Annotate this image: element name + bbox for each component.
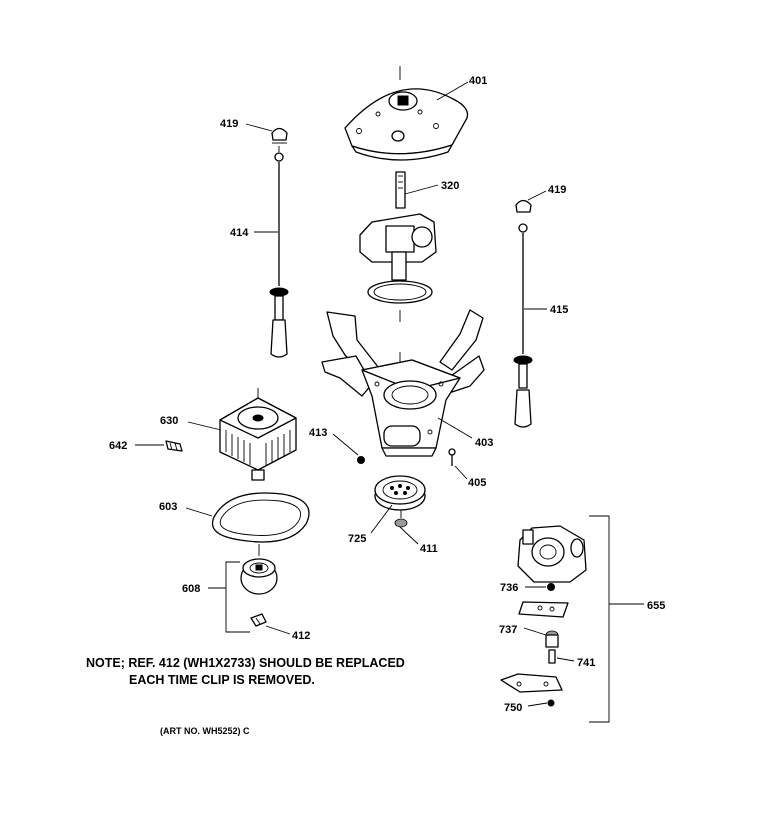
label-419-right: 419 [548,184,566,196]
part-403-platform [321,309,485,457]
label-608: 608 [182,583,200,595]
part-405-screw [448,448,456,466]
part-608-motor-pulley [240,544,278,595]
label-725: 725 [348,533,366,545]
part-737-coupling [545,630,559,648]
label-401: 401 [469,75,487,87]
part-603-belt [211,492,310,543]
note-line-2: EACH TIME CLIP IS REMOVED. [129,673,315,687]
label-736: 736 [500,582,518,594]
part-630-motor [219,388,297,481]
part-655-pump [517,525,587,583]
label-405: 405 [468,477,486,489]
part-pump-bracket [518,601,569,618]
part-415-suspension-rod [513,223,533,428]
part-414-suspension-rod [269,146,289,358]
label-642: 642 [109,440,127,452]
label-419-left: 419 [220,118,238,130]
part-750-screw [547,699,555,707]
part-725-pulley [374,475,426,511]
part-736-fastener [547,583,555,591]
label-413: 413 [309,427,327,439]
label-741: 741 [577,657,595,669]
label-403: 403 [475,437,493,449]
part-320-transmission [359,171,437,322]
part-412-clip [250,613,267,627]
label-655: 655 [647,600,665,612]
note-line-1: NOTE; REF. 412 (WH1X2733) SHOULD BE REPL… [86,656,405,670]
label-737: 737 [499,624,517,636]
part-741-pin [548,649,556,664]
part-750-bracket [500,673,563,693]
part-419-cap-left [271,127,288,144]
label-411: 411 [420,543,438,555]
part-642-connector [165,440,183,452]
art-number: (ART NO. WH5252) C [160,726,250,736]
label-750: 750 [504,702,522,714]
part-413-nut [357,456,365,464]
label-320: 320 [441,180,459,192]
label-412: 412 [292,630,310,642]
leader-lines [135,81,644,723]
label-603: 603 [159,501,177,513]
label-415: 415 [550,304,568,316]
part-419-cap-right [515,199,532,213]
label-414: 414 [230,227,249,239]
part-411-nut [394,510,408,528]
part-401-cover [344,66,469,161]
callout-labels: 401 419 320 419 414 415 630 642 413 403 … [109,75,665,714]
label-630: 630 [160,415,178,427]
